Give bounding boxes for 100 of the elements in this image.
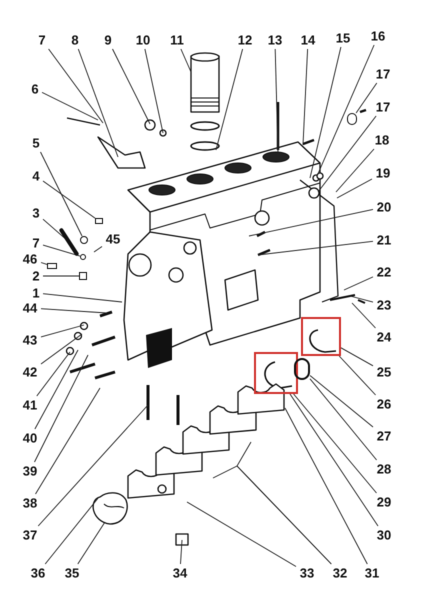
callout-number: 30	[376, 528, 392, 542]
callout-number: 11	[170, 34, 184, 46]
leader-line	[40, 324, 84, 338]
callout-number: 35	[64, 566, 80, 580]
callout-number: 41	[22, 398, 38, 412]
callout-number: 10	[136, 34, 150, 46]
callout-number: 2	[32, 270, 40, 282]
callout-number: 23	[376, 298, 392, 312]
callout-number: 1	[32, 286, 40, 300]
leader-line	[338, 356, 376, 396]
plug	[347, 113, 357, 125]
callout-number: 32	[332, 566, 348, 580]
callout-number: 33	[300, 566, 314, 580]
leader-line	[290, 394, 378, 526]
callout-number: 3	[32, 206, 40, 220]
callout-number: 39	[22, 464, 38, 478]
callout-number: 26	[376, 398, 392, 410]
leader-line	[34, 354, 88, 462]
leader-line	[40, 262, 48, 265]
leader-line	[40, 152, 82, 236]
leader-line	[42, 244, 80, 257]
leader-line	[248, 208, 374, 236]
callout-number: 28	[376, 462, 392, 476]
leader-line	[38, 404, 148, 526]
callout-number: 16	[370, 30, 386, 42]
leader-line	[344, 276, 374, 290]
callout-number: 45	[106, 232, 120, 246]
callout-number: 15	[336, 32, 350, 44]
leader-line	[350, 296, 374, 303]
callout-number: 43	[22, 334, 38, 346]
leader-line	[44, 496, 100, 564]
leader-line	[336, 178, 372, 198]
leader-line	[48, 48, 104, 124]
callout-number: 27	[376, 430, 392, 442]
callout-number: 17	[376, 68, 390, 80]
leader-line	[302, 48, 308, 146]
leader-line	[352, 302, 376, 328]
callout-number: 37	[22, 528, 38, 542]
leader-line	[180, 540, 182, 564]
leader-line	[42, 92, 98, 120]
callout-number: 7	[32, 236, 40, 250]
bolt	[47, 263, 57, 269]
callout-number: 24	[376, 330, 392, 344]
leader-line	[310, 46, 342, 178]
leader-line	[310, 378, 378, 460]
callout-number: 21	[376, 234, 392, 246]
callout-number: 5	[32, 136, 40, 150]
leader-line	[42, 180, 96, 219]
pin	[80, 254, 86, 260]
leader-line	[77, 522, 106, 564]
leader-line	[356, 82, 378, 114]
callout-number: 8	[71, 34, 79, 46]
leader-line	[284, 408, 368, 564]
callout-number: 40	[22, 432, 38, 444]
callout-number: 38	[22, 496, 38, 510]
leader-line	[186, 502, 296, 567]
leader-line	[40, 334, 82, 364]
leader-line	[36, 352, 70, 396]
callout-number: 31	[364, 566, 380, 580]
callout-number: 12	[238, 34, 252, 46]
callout-number: 6	[31, 82, 39, 96]
leader-line	[318, 116, 377, 192]
callout-number: 36	[30, 566, 46, 580]
leader-line	[336, 148, 374, 192]
callout-number: 22	[376, 266, 392, 278]
callout-number: 17	[376, 100, 390, 114]
callout-number: 44	[22, 302, 38, 314]
callout-number: 14	[300, 34, 316, 46]
leader-line	[274, 48, 278, 154]
leader-line	[316, 44, 375, 176]
callout-number: 34	[172, 566, 188, 580]
callout-number: 19	[376, 166, 390, 180]
fitting	[95, 218, 103, 224]
leader-line	[40, 308, 108, 314]
leader-line	[35, 388, 100, 494]
ring	[294, 358, 310, 380]
leader-line	[42, 293, 122, 302]
callout-number: 29	[376, 496, 392, 508]
leader-line	[112, 48, 150, 124]
leader-line	[144, 48, 164, 134]
callout-number: 9	[104, 34, 112, 46]
callout-number: 7	[38, 34, 46, 46]
leader-line	[216, 48, 244, 150]
callout-number: 46	[22, 252, 38, 266]
leader-line	[34, 350, 78, 430]
nut	[79, 272, 87, 280]
leader-line	[293, 394, 377, 494]
highlight-frame	[301, 317, 341, 356]
leader-line	[78, 48, 118, 158]
leader-line	[236, 442, 332, 564]
callout-number: 25	[376, 366, 392, 378]
highlight-frame	[254, 352, 298, 394]
callout-number: 20	[376, 200, 392, 214]
leader-line	[94, 246, 102, 252]
callout-number: 4	[32, 170, 40, 182]
callout-number: 18	[374, 134, 390, 146]
leader-line	[340, 347, 374, 366]
callout-number: 42	[22, 366, 38, 378]
leader-line	[180, 48, 192, 72]
leader-line	[310, 375, 374, 428]
